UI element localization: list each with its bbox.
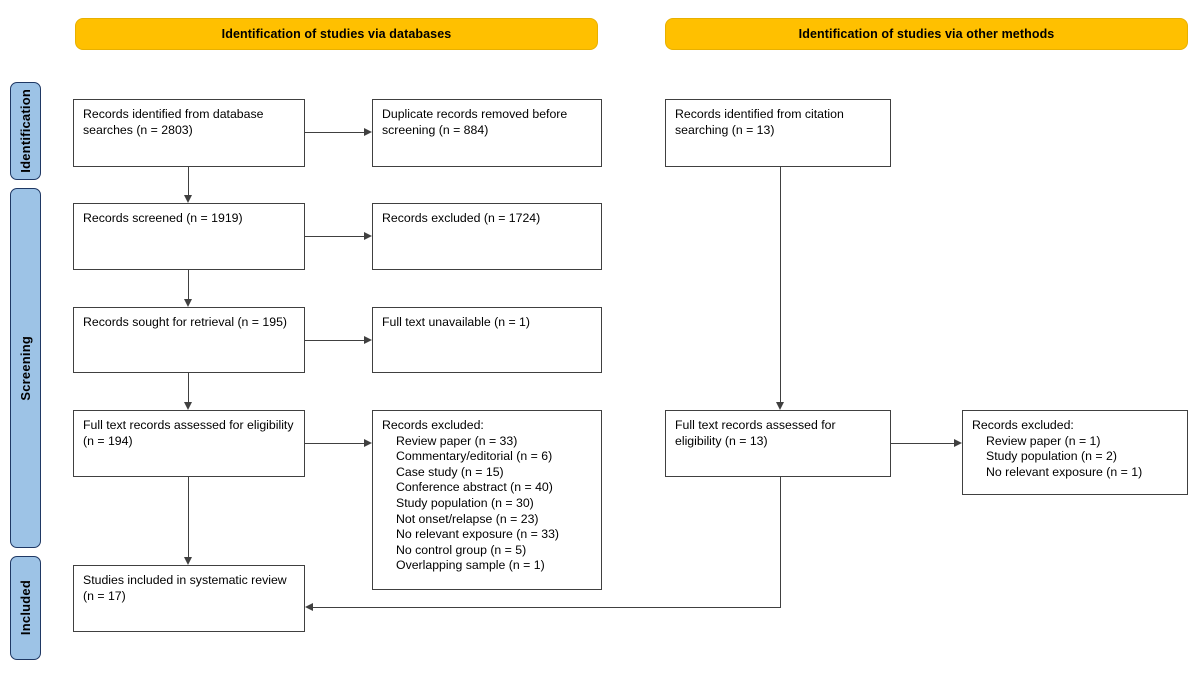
excluded-reason-item: No relevant exposure (n = 1) xyxy=(986,464,1143,479)
arrowhead-assessed-other-to-excluded-reasons xyxy=(954,439,962,447)
box-records-identified-citation: Records identified from citation searchi… xyxy=(665,99,891,167)
section-header-other-methods: Identification of studies via other meth… xyxy=(665,18,1188,50)
connector-other-down-to-included xyxy=(780,477,782,608)
box-studies-included: Studies included in systematic review (n… xyxy=(73,565,305,632)
arrowhead-assessed-to-included xyxy=(184,557,192,565)
box-full-text-assessed-databases: Full text records assessed for eligibili… xyxy=(73,410,305,477)
box-duplicates-removed: Duplicate records removed before screeni… xyxy=(372,99,602,167)
excluded-reasons-list-other: Review paper (n = 1) Study population (n… xyxy=(972,434,1179,481)
box-full-text-assessed-databases-text: Full text records assessed for eligibili… xyxy=(83,418,294,448)
phase-bar-included: Included xyxy=(10,556,41,660)
arrowhead-sought-to-assessed xyxy=(184,402,192,410)
connector-other-into-included xyxy=(313,607,781,609)
section-header-databases-label: Identification of studies via databases xyxy=(221,27,452,41)
connector-assessed-to-excluded-reasons xyxy=(305,443,364,445)
arrowhead-citation-to-assessed xyxy=(776,402,784,410)
excluded-reason-item: Study population (n = 2) xyxy=(986,449,1117,464)
excluded-reason-item: Not onset/relapse (n = 23) xyxy=(396,511,539,526)
box-records-identified-citation-text: Records identified from citation searchi… xyxy=(675,107,844,137)
box-records-identified-databases-text: Records identified from database searche… xyxy=(83,107,264,137)
box-records-excluded-screening: Records excluded (n = 1724) xyxy=(372,203,602,270)
connector-citation-to-assessed xyxy=(780,167,782,402)
excluded-reasons-list-databases: Review paper (n = 33) Commentary/editori… xyxy=(382,434,593,574)
section-header-other-methods-label: Identification of studies via other meth… xyxy=(798,27,1055,41)
arrowhead-screened-to-sought xyxy=(184,299,192,307)
box-duplicates-removed-text: Duplicate records removed before screeni… xyxy=(382,107,568,137)
excluded-reason-item: Commentary/editorial (n = 6) xyxy=(396,449,553,464)
phase-bar-identification: Identification xyxy=(10,82,41,180)
box-records-excluded-reasons-databases: Records excluded: Review paper (n = 33) … xyxy=(372,410,602,590)
phase-label-included: Included xyxy=(18,580,33,636)
box-records-identified-databases: Records identified from database searche… xyxy=(73,99,305,167)
connector-assessed-other-to-excluded-reasons xyxy=(891,443,954,445)
box-full-text-unavailable-text: Full text unavailable (n = 1) xyxy=(382,315,530,329)
box-records-screened-text: Records screened (n = 1919) xyxy=(83,211,243,225)
connector-screened-to-excluded xyxy=(305,236,364,238)
box-records-excluded-reasons-other: Records excluded: Review paper (n = 1) S… xyxy=(962,410,1188,495)
box-records-excluded-reasons-databases-title: Records excluded: xyxy=(382,418,484,432)
phase-label-identification: Identification xyxy=(18,89,33,173)
connector-screened-to-sought xyxy=(188,270,190,299)
box-full-text-assessed-other-text: Full text records assessed for eligibili… xyxy=(675,418,836,448)
arrowhead-other-into-included xyxy=(305,603,313,611)
connector-sought-to-unavailable xyxy=(305,340,364,342)
box-full-text-unavailable: Full text unavailable (n = 1) xyxy=(372,307,602,373)
section-header-databases: Identification of studies via databases xyxy=(75,18,598,50)
box-records-sought-retrieval: Records sought for retrieval (n = 195) xyxy=(73,307,305,373)
excluded-reason-item: Overlapping sample (n = 1) xyxy=(396,558,545,573)
box-records-excluded-reasons-other-title: Records excluded: xyxy=(972,418,1074,432)
box-records-excluded-screening-text: Records excluded (n = 1724) xyxy=(382,211,541,225)
phase-bar-screening: Screening xyxy=(10,188,41,548)
arrowhead-assessed-to-excluded-reasons xyxy=(364,439,372,447)
connector-identified-to-screened xyxy=(188,167,190,195)
connector-identified-to-duplicates xyxy=(305,132,364,134)
arrowhead-identified-to-screened xyxy=(184,195,192,203)
excluded-reason-item: No relevant exposure (n = 33) xyxy=(396,527,560,542)
excluded-reason-item: Conference abstract (n = 40) xyxy=(396,480,553,495)
excluded-reason-item: Review paper (n = 33) xyxy=(396,433,518,448)
box-records-screened: Records screened (n = 1919) xyxy=(73,203,305,270)
connector-sought-to-assessed xyxy=(188,373,190,402)
excluded-reason-item: No control group (n = 5) xyxy=(396,542,527,557)
connector-assessed-to-included xyxy=(188,477,190,557)
box-records-sought-retrieval-text: Records sought for retrieval (n = 195) xyxy=(83,315,288,329)
phase-label-screening: Screening xyxy=(18,335,33,401)
arrowhead-sought-to-unavailable xyxy=(364,336,372,344)
box-full-text-assessed-other: Full text records assessed for eligibili… xyxy=(665,410,891,477)
arrowhead-identified-to-duplicates xyxy=(364,128,372,136)
excluded-reason-item: Review paper (n = 1) xyxy=(986,433,1101,448)
arrowhead-screened-to-excluded xyxy=(364,232,372,240)
excluded-reason-item: Study population (n = 30) xyxy=(396,495,534,510)
excluded-reason-item: Case study (n = 15) xyxy=(396,464,504,479)
box-studies-included-text: Studies included in systematic review (n… xyxy=(83,573,287,603)
